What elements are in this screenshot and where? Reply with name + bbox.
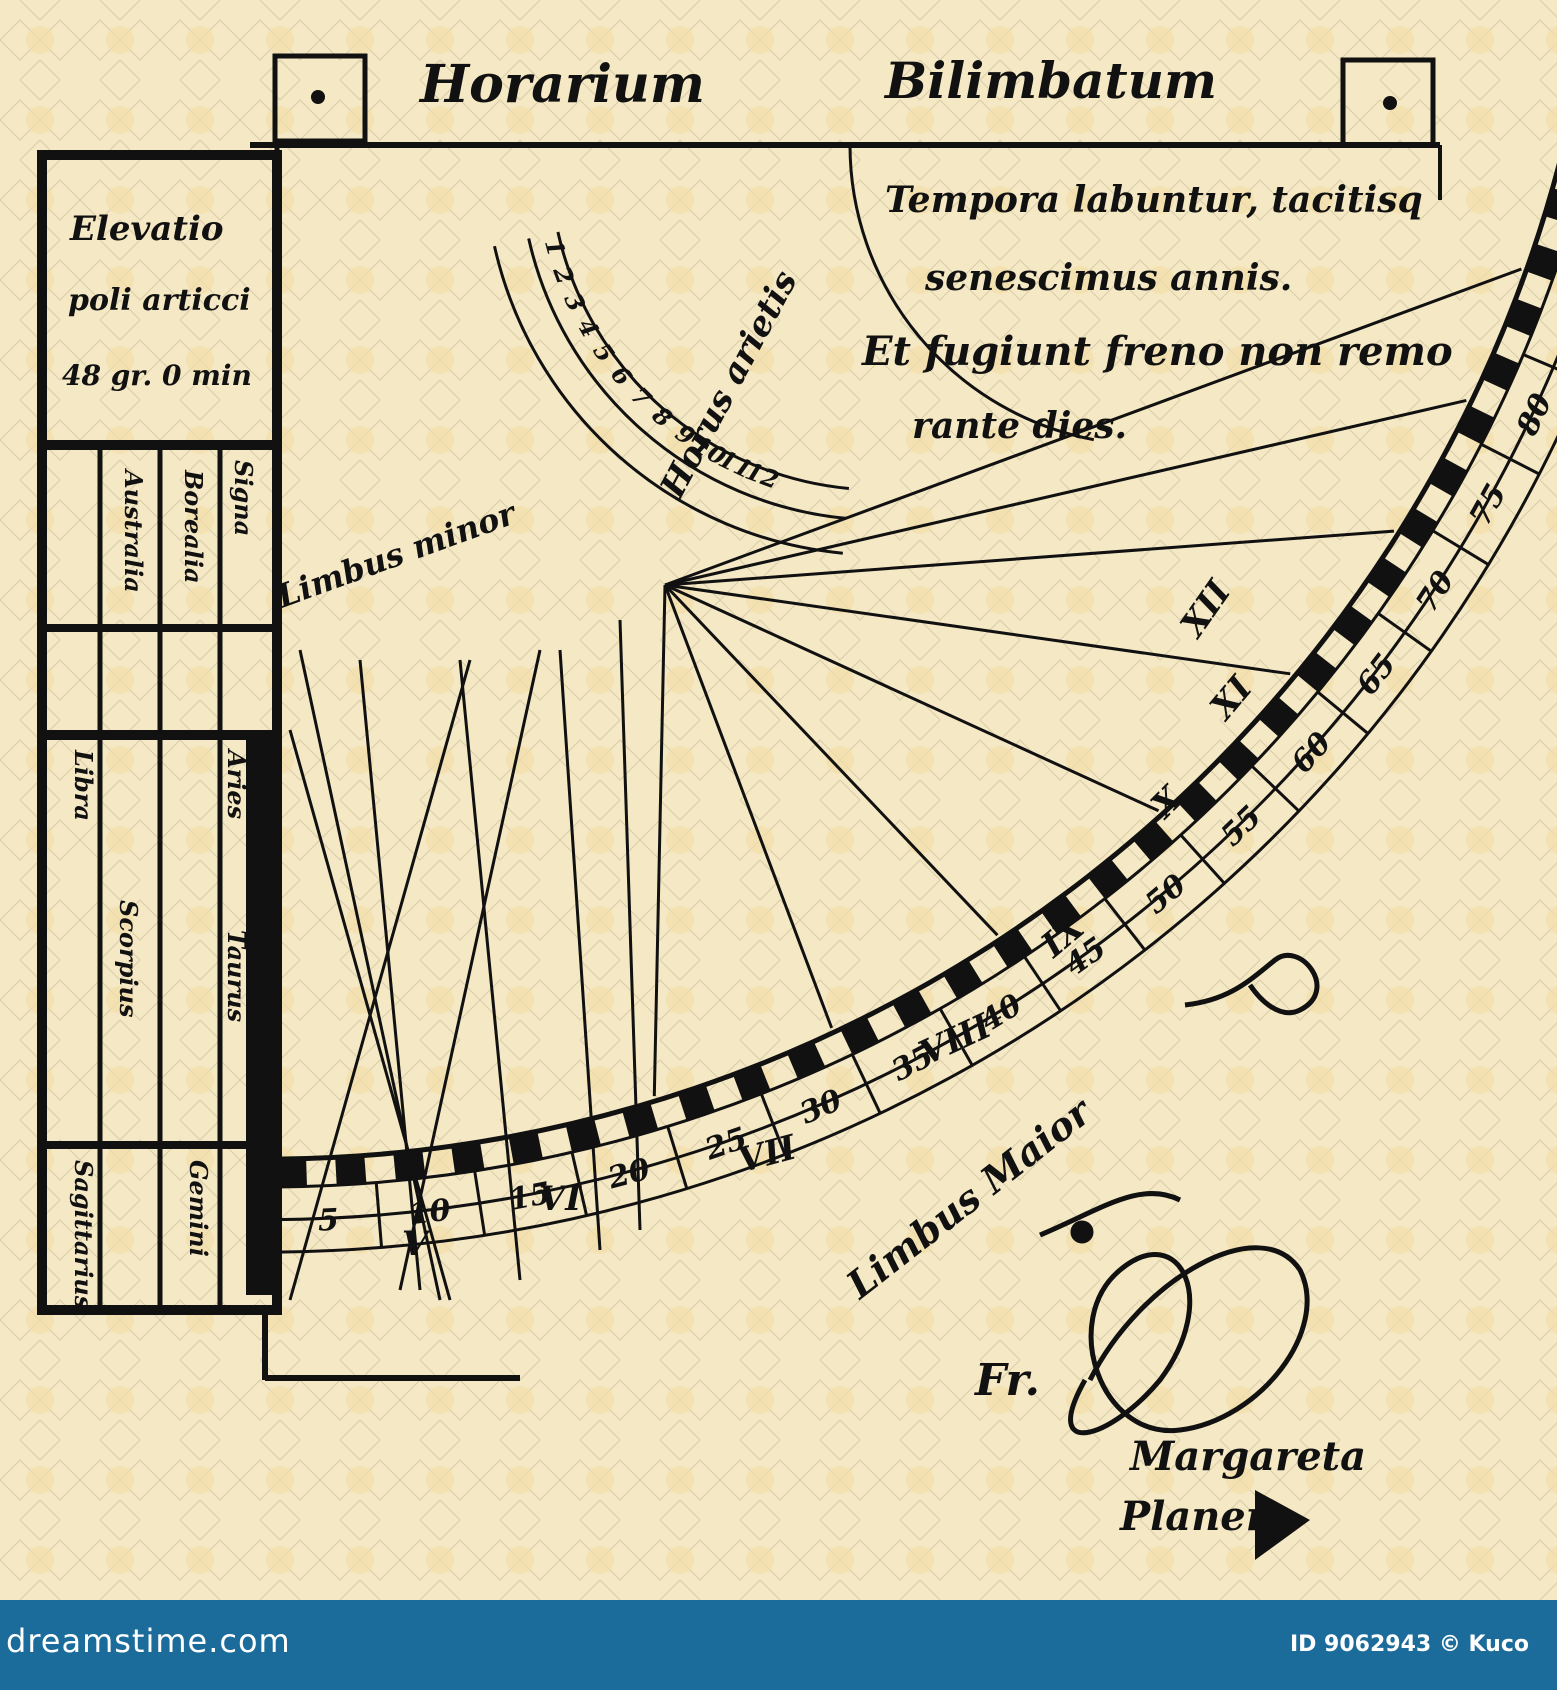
side-column-label: Taurus: [222, 930, 251, 1023]
degree-divider: [1480, 442, 1540, 476]
diagonal-line: [398, 649, 542, 1291]
scale-tick: [1258, 696, 1299, 737]
scale-tick: [622, 1102, 659, 1138]
scale-tick: [992, 928, 1033, 968]
hour-numeral: V: [402, 1224, 432, 1264]
side-column-label: Aries: [222, 748, 251, 820]
hour-line: [664, 583, 1291, 676]
footer-bar: dreamstime.com ID 9062943 © Kuco: [0, 1600, 1557, 1690]
scale-tick: [733, 1064, 771, 1101]
degree-divider: [1522, 353, 1557, 371]
side-column-label: Sagittarius: [69, 1160, 98, 1310]
footer-credit: ID 9062943 © Kuco: [1289, 1632, 1529, 1657]
scale-ticks: [275, 188, 1557, 1253]
side-column-label: Gemini: [184, 1160, 213, 1257]
degree-divider: [570, 1151, 589, 1216]
scale-tick: [1505, 298, 1542, 337]
motto-line-2: senescimus annis.: [924, 257, 1292, 299]
hour-line: [664, 267, 1522, 587]
footer-site[interactable]: dreamstime.com: [6, 1622, 291, 1660]
scale-tick: [508, 1131, 543, 1165]
degree-divider: [1103, 897, 1147, 952]
scale-tick: [1525, 243, 1557, 281]
side-panel: [37, 150, 282, 1315]
hour-numeral: VI: [539, 1179, 582, 1219]
scale-tick: [335, 1155, 367, 1186]
degree-divider: [850, 1053, 882, 1114]
hour-line: [652, 584, 667, 1097]
degree-divider: [1250, 764, 1300, 813]
horary-quadrant-diagram: Horarium Bilimbatum Elevatio poli articc…: [0, 0, 1557, 1600]
engraving-canvas: Horarium Bilimbatum Elevatio poli articc…: [0, 0, 1557, 1600]
side-column-label: Signa: [229, 460, 258, 536]
scale-tick: [1041, 894, 1082, 935]
degree-label: 15: [506, 1176, 554, 1218]
declination-line: [298, 649, 442, 1301]
degree-divider: [275, 1187, 280, 1253]
signature-arrow: [1255, 1490, 1310, 1560]
scale-tick: [943, 959, 983, 999]
inner-scale-label: 1: [539, 236, 571, 260]
scale-tick: [678, 1084, 715, 1121]
degree-label: 5: [317, 1203, 339, 1239]
side-column-label: Libra: [69, 749, 98, 821]
degree-divider: [759, 1093, 787, 1156]
side-column-label: Australia: [119, 468, 148, 593]
scale-tick: [277, 1158, 307, 1187]
hour-line: [664, 583, 1160, 813]
motto-line-1: Tempora labuntur, tacitisq: [885, 179, 1423, 221]
scale-tick: [1087, 858, 1129, 899]
side-column-label: Borealia: [179, 469, 208, 584]
hour-lines: [288, 267, 1522, 1301]
signature-flourish: [1039, 952, 1320, 1436]
declination-line: [618, 619, 642, 1231]
diagonal-line: [288, 659, 472, 1301]
scale-tick: [1332, 605, 1373, 646]
scale-tick: [1296, 651, 1337, 692]
degree-divider: [938, 1008, 974, 1067]
degree-divider: [1179, 834, 1226, 885]
scale-tick: [451, 1141, 485, 1174]
degree-divider: [473, 1170, 487, 1236]
scale-tick: [1366, 557, 1407, 598]
scale-tick: [1398, 507, 1438, 548]
motto-line-3: Et fugiunt freno non remo: [861, 328, 1453, 375]
scale-tick: [1456, 405, 1495, 445]
degree-divider: [1432, 529, 1490, 566]
title-horarium: Horarium: [418, 54, 705, 115]
sight-left: [272, 53, 368, 144]
declination-line: [458, 659, 522, 1281]
signature-line-3: Planer: [1119, 1493, 1270, 1540]
degree-divider: [1023, 955, 1062, 1012]
elevatio-line-2: poli articci: [68, 283, 251, 318]
degree-divider: [666, 1126, 689, 1190]
scale-tick: [1176, 781, 1217, 822]
scale-tick: [892, 989, 932, 1028]
hour-line: [664, 399, 1467, 587]
scale-tick: [840, 1016, 879, 1055]
motto-line-4: rante dies.: [912, 405, 1127, 447]
hour-line: [663, 583, 999, 937]
degree-divider: [374, 1182, 384, 1248]
hour-line: [664, 529, 1395, 587]
scale-tick: [1544, 188, 1557, 220]
signature-line-1: Fr.: [973, 1355, 1040, 1406]
title-bilimbatum: Bilimbatum: [883, 51, 1217, 110]
scale-tick: [1481, 352, 1520, 391]
scale-tick: [1132, 820, 1174, 862]
declination-line: [358, 659, 422, 1291]
scale-tick: [787, 1041, 826, 1079]
scale-tick: [1428, 457, 1468, 497]
elevatio-line-3: 48 gr. 0 min: [62, 359, 252, 392]
elevatio-line-1: Elevatio: [69, 209, 224, 249]
signature-line-2: Margareta: [1128, 1433, 1366, 1480]
degree-divider: [1377, 612, 1433, 653]
degree-divider: [1316, 690, 1369, 735]
degree-label: 10: [407, 1193, 453, 1233]
side-column-label: Scorpius: [114, 900, 143, 1018]
scale-tick: [1218, 739, 1259, 781]
declination-line: [558, 649, 602, 1251]
hour-line: [663, 584, 834, 1029]
